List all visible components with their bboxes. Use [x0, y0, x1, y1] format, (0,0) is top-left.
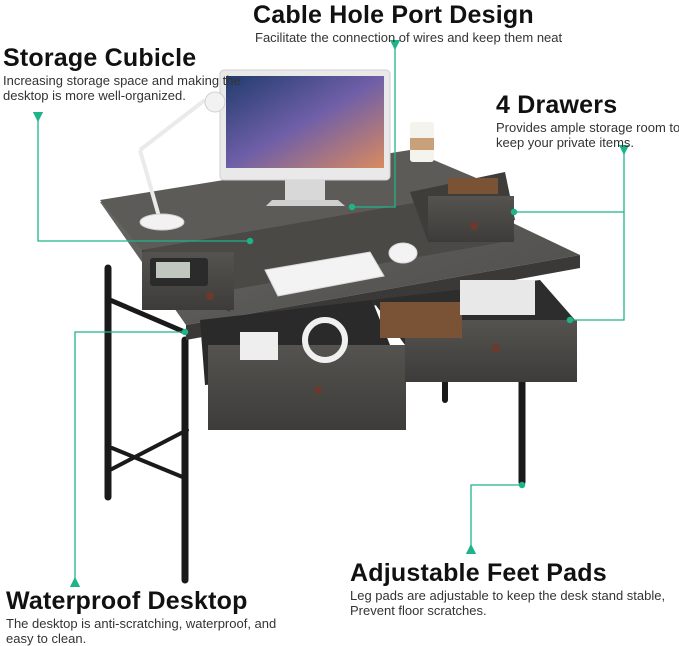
- pointer-lines: [32, 39, 630, 588]
- callout-description: Leg pads are adjustable to keep the desk…: [350, 588, 666, 618]
- callout-title: Adjustable Feet Pads: [350, 559, 607, 587]
- callout-description: Provides ample storage room to keep your…: [496, 120, 679, 150]
- cup: [410, 122, 434, 162]
- callout-feet-pads: Adjustable Feet Pads Leg pads are adjust…: [350, 560, 679, 618]
- bottom-drawers: [200, 280, 577, 430]
- mouse: [388, 242, 418, 264]
- callout-title: Waterproof Desktop: [6, 587, 248, 615]
- callout-drawers: 4 Drawers Provides ample storage room to…: [496, 92, 679, 150]
- hutch-drawer: [410, 172, 515, 242]
- callout-storage-cubicle: Storage Cubicle Increasing storage space…: [3, 45, 253, 103]
- callout-waterproof: Waterproof Desktop The desktop is anti-s…: [6, 588, 286, 646]
- callout-title: 4 Drawers: [496, 91, 618, 119]
- callout-cable-hole: Cable Hole Port Design Facilitate the co…: [253, 2, 573, 46]
- callout-description: The desktop is anti-scratching, waterpro…: [6, 616, 277, 646]
- callout-title: Cable Hole Port Design: [253, 1, 534, 29]
- callout-title: Storage Cubicle: [3, 44, 197, 72]
- callout-description: Increasing storage space and making the …: [3, 73, 241, 103]
- keyboard: [264, 251, 385, 297]
- callout-description: Facilitate the connection of wires and k…: [255, 30, 563, 46]
